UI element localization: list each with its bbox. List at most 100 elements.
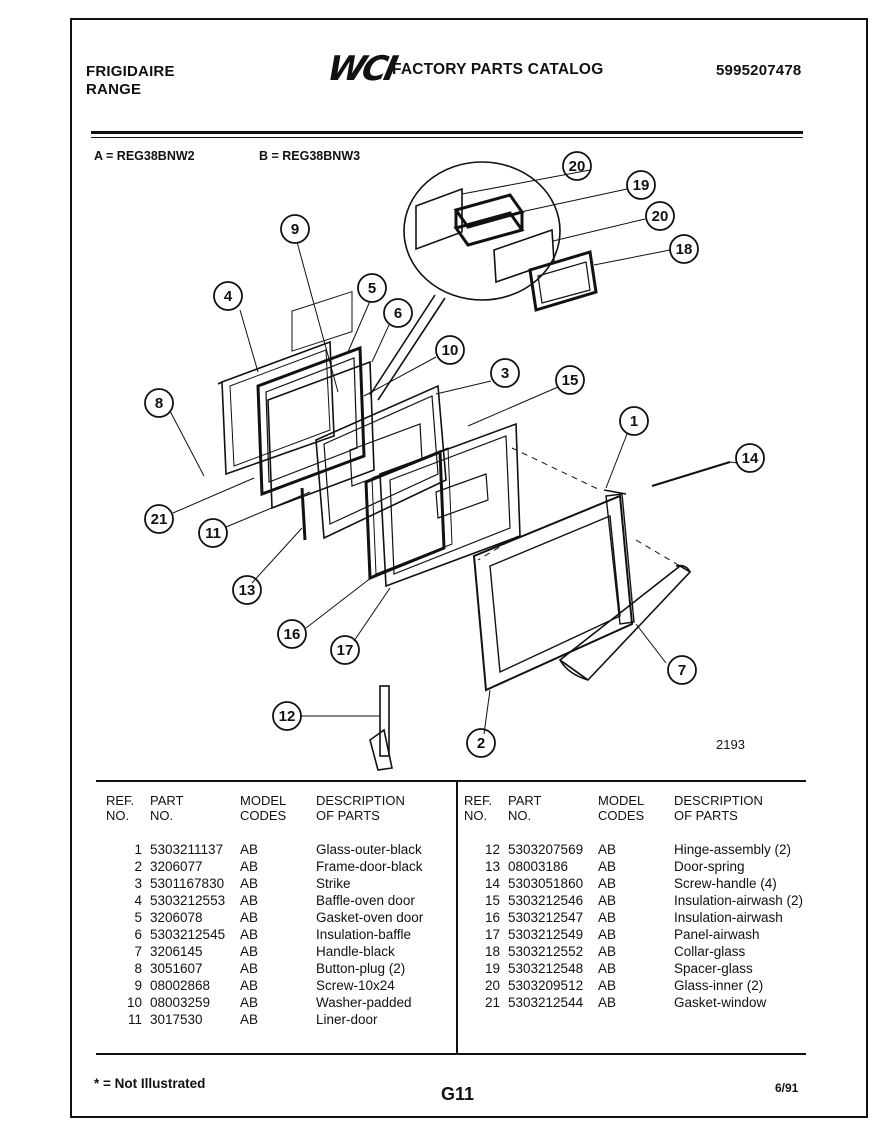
description-cell: Glass-inner (2) <box>674 978 764 993</box>
part-number-cell: 5303212544 <box>508 995 584 1010</box>
model-code-cell: AB <box>240 978 259 993</box>
model-code-cell: AB <box>598 859 617 874</box>
model-b-label: B = REG38BNW3 <box>259 149 361 163</box>
description-cell: Gasket-window <box>674 995 767 1010</box>
callout-label: 5 <box>368 280 376 297</box>
part-number-cell: 5303209512 <box>508 978 584 993</box>
description-cell: Frame-door-black <box>316 859 423 874</box>
callout-label: 2 <box>477 735 485 752</box>
callout-bubble <box>619 406 649 436</box>
ref-cell: 1 <box>134 842 142 857</box>
callout-bubble <box>555 365 585 395</box>
callout-bubble <box>562 151 592 181</box>
description-cell: Screw-handle (4) <box>674 876 777 891</box>
part-number-cell: 5303212549 <box>508 927 584 942</box>
table-row: 11 3017530 AB Liner-door <box>106 1011 446 1028</box>
ref-cell: 8 <box>134 961 142 976</box>
part-number-cell: 5303212547 <box>508 910 584 925</box>
ref-cell: 13 <box>484 859 500 874</box>
callout-bubble <box>645 201 675 231</box>
ref-cell: 12 <box>484 842 500 857</box>
part-number-cell: 5303212553 <box>150 893 226 908</box>
callout-label: 20 <box>569 158 586 175</box>
brand-line-2: RANGE <box>86 81 142 98</box>
callout-label: 3 <box>501 365 509 382</box>
model-code-cell: AB <box>598 876 617 891</box>
model-code-cell: AB <box>240 842 259 857</box>
ref-cell: 21 <box>484 995 500 1010</box>
callout-bubble <box>357 273 387 303</box>
brand-line-1: FRIGIDAIRE <box>86 63 175 80</box>
table-row: 1 5303211137 AB Glass-outer-black <box>106 841 446 858</box>
callout-group <box>144 151 765 758</box>
ref-header: REF.NO. <box>106 793 135 823</box>
model-code-cell: AB <box>598 995 617 1010</box>
part-number-cell: 5301167830 <box>150 876 225 891</box>
callout-label: 6 <box>394 305 402 322</box>
description-cell: Insulation-airwash <box>674 910 783 925</box>
callout-label: 14 <box>742 450 759 467</box>
ref-cell: 5 <box>134 910 142 925</box>
ref-cell: 7 <box>134 944 142 959</box>
parts-column-divider <box>456 780 458 1054</box>
part-number-cell: 08002868 <box>150 978 211 993</box>
description-cell: Insulation-airwash (2) <box>674 893 804 908</box>
ref-cell: 4 <box>134 893 142 908</box>
callout-bubble <box>383 298 413 328</box>
ref-cell: 18 <box>484 944 500 959</box>
part-number-cell: 5303212552 <box>508 944 584 959</box>
part-number-cell: 5303212548 <box>508 961 584 976</box>
callout-bubble <box>626 170 656 200</box>
part-number-cell: 5303207569 <box>508 842 584 857</box>
callout-label: 21 <box>151 511 168 528</box>
description-cell: Hinge-assembly (2) <box>674 842 792 857</box>
catalog-title: FACTORY PARTS CATALOG <box>392 61 604 78</box>
header-rule-thin <box>91 137 803 138</box>
callout-label: 4 <box>224 288 233 305</box>
description-cell: Screw-10x24 <box>316 978 395 993</box>
callout-label: 10 <box>442 342 459 359</box>
part-number-cell: 5303051860 <box>508 876 584 891</box>
model-code-cell: AB <box>240 1012 259 1027</box>
ref-cell: 2 <box>134 859 142 874</box>
part-number-cell: 3017530 <box>150 1012 203 1027</box>
callout-label: 11 <box>205 525 221 542</box>
model-code-cell: AB <box>598 944 617 959</box>
description-cell: Glass-outer-black <box>316 842 422 857</box>
callout-label: 12 <box>279 708 296 725</box>
callout-bubble <box>277 619 307 649</box>
drawing-number: 2193 <box>716 737 745 752</box>
description-cell: Button-plug (2) <box>316 961 406 976</box>
parts-rule-top <box>96 780 806 782</box>
parts-rule-bottom <box>96 1053 806 1055</box>
callout-bubble <box>144 388 174 418</box>
model-code-cell: AB <box>240 961 259 976</box>
description-cell: Liner-door <box>316 1012 378 1027</box>
callout-label: 19 <box>633 177 650 194</box>
ref-cell: 11 <box>127 1012 142 1027</box>
part-number-cell: 5303211137 <box>150 842 224 857</box>
callout-bubble <box>330 635 360 665</box>
part-number-cell: 08003259 <box>150 995 211 1010</box>
model-code-cell: AB <box>240 927 259 942</box>
callout-label: 13 <box>239 582 256 599</box>
